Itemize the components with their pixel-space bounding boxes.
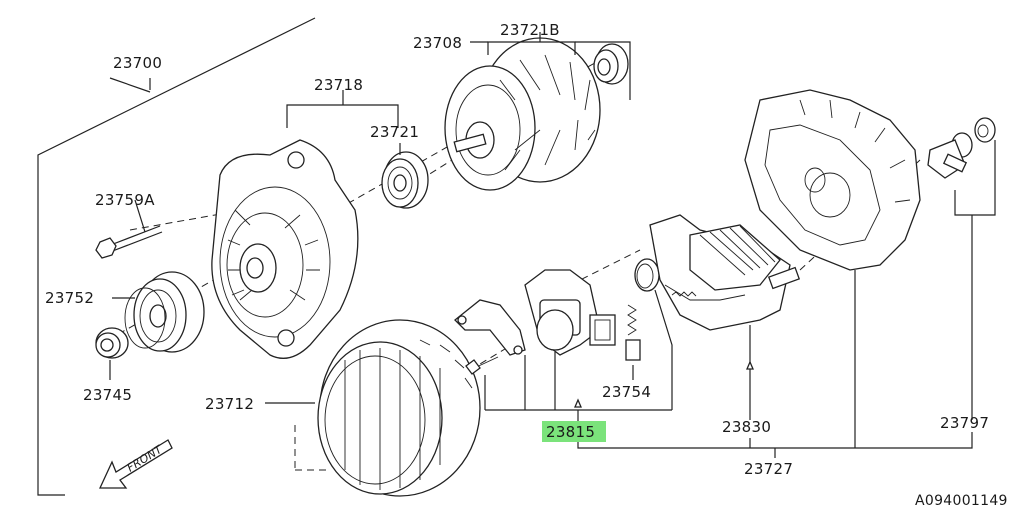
assembly-bracket	[37, 17, 316, 496]
rotor-part	[444, 32, 601, 191]
brush-part	[625, 258, 673, 410]
label-23718: 23718	[314, 76, 363, 94]
rear-cover-part	[744, 89, 921, 420]
rectifier-part	[649, 214, 801, 420]
bearing-part	[381, 143, 429, 209]
terminal-part	[927, 117, 996, 420]
label-23700: 23700	[113, 54, 162, 72]
rotor-bearing-cap-part	[575, 41, 631, 100]
label-23830: 23830	[722, 418, 771, 436]
label-23708: 23708	[413, 34, 462, 52]
label-23721b: 23721B	[500, 21, 560, 39]
label-23752: 23752	[45, 289, 94, 307]
bolt-part	[95, 199, 163, 259]
bottom-bracket	[577, 420, 973, 458]
front-bracket-part	[211, 90, 399, 359]
pulley-part	[112, 271, 205, 353]
highlight-marker	[542, 421, 606, 442]
nut-part	[95, 327, 129, 380]
front-arrow-icon: FRONT	[98, 439, 173, 489]
front-label: FRONT	[125, 442, 166, 474]
label-23727: 23727	[744, 460, 793, 478]
label-23754: 23754	[602, 383, 651, 401]
reference-code: A094001149	[915, 493, 1008, 509]
label-23721: 23721	[370, 123, 419, 141]
label-23712: 23712	[205, 395, 254, 413]
label-23815: 23815	[546, 423, 595, 441]
label-23759a: 23759A	[95, 191, 155, 209]
label-23745: 23745	[83, 386, 132, 404]
label-23797: 23797	[940, 414, 989, 432]
stator-part	[265, 319, 481, 497]
regulator-part	[454, 269, 672, 430]
